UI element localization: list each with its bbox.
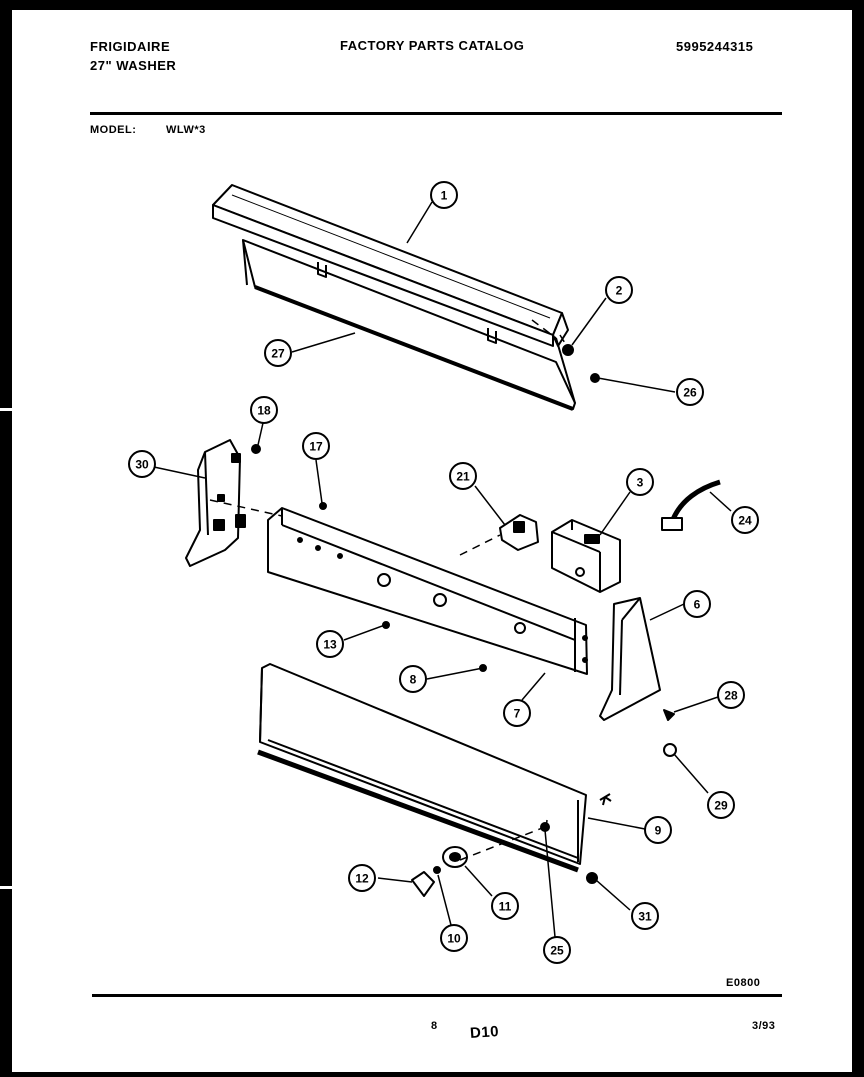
brand-label: FRIGIDAIRE: [90, 39, 171, 54]
callout-number: 12: [355, 872, 369, 886]
callout-circle: [430, 181, 458, 209]
callout-circle: [707, 791, 735, 819]
callout-number: 3: [637, 476, 644, 490]
callout-8: 8: [399, 665, 427, 693]
callout-circle: [399, 665, 427, 693]
callout-circle: [717, 681, 745, 709]
callout-number: 9: [655, 824, 662, 838]
callout-25: 25: [543, 936, 571, 964]
callout-6: 6: [683, 590, 711, 618]
revision-date: 3/93: [752, 1020, 776, 1032]
callout-circle: [626, 468, 654, 496]
leader-lines: [153, 201, 732, 938]
callout-circle: [644, 816, 672, 844]
callout-number: 1: [441, 189, 448, 203]
callout-17: 17: [302, 432, 330, 460]
callout-number: 30: [135, 458, 149, 472]
callout-circle: [683, 590, 711, 618]
callout-number: 25: [550, 944, 564, 958]
top-cover-part: [212, 184, 569, 347]
model-value: WLW*3: [166, 124, 206, 136]
callout-number: 6: [694, 598, 701, 612]
callout-circle: [128, 450, 156, 478]
callout-28: 28: [717, 681, 745, 709]
callout-13: 13: [316, 630, 344, 658]
callout-circle: [440, 924, 468, 952]
callout-circle: [605, 276, 633, 304]
callout-circle: [543, 936, 571, 964]
callout-circle: [316, 630, 344, 658]
callout-circle: [250, 396, 278, 424]
callout-number: 18: [257, 404, 271, 418]
catalog-sheet: [12, 10, 852, 1072]
model-label: MODEL:: [90, 124, 137, 136]
hardware-parts: [251, 344, 677, 897]
figure-code: E0800: [726, 977, 761, 989]
callout-18: 18: [250, 396, 278, 424]
callout-number: 31: [638, 910, 652, 924]
switch-part: [499, 514, 539, 551]
callout-circle: [302, 432, 330, 460]
callout-10: 10: [440, 924, 468, 952]
callout-31: 31: [631, 902, 659, 930]
product-label: 27" WASHER: [90, 58, 177, 73]
callout-circle: [348, 864, 376, 892]
callout-24: 24: [731, 506, 759, 534]
callout-number: 26: [683, 386, 697, 400]
callout-3: 3: [626, 468, 654, 496]
callout-circle: [503, 699, 531, 727]
callout-number: 13: [323, 638, 337, 652]
callout-circle: [631, 902, 659, 930]
header-rule: [90, 112, 782, 115]
callout-number: 17: [309, 440, 323, 454]
callout-circle: [449, 462, 477, 490]
callout-9: 9: [644, 816, 672, 844]
callout-30: 30: [128, 450, 156, 478]
callout-number: 10: [447, 932, 461, 946]
callout-circle: [676, 378, 704, 406]
catalog-number: 5995244315: [676, 39, 754, 54]
callout-number: 8: [410, 673, 417, 687]
callout-11: 11: [491, 892, 519, 920]
callout-circle: [264, 339, 292, 367]
backsplash-panel-part: [242, 239, 576, 411]
callout-26: 26: [676, 378, 704, 406]
timer-part: [551, 519, 621, 593]
callout-number: 29: [714, 799, 728, 813]
control-panel-part: [267, 507, 588, 675]
callout-circle: [731, 506, 759, 534]
callout-number: 28: [724, 689, 738, 703]
callout-number: 21: [456, 470, 470, 484]
footer-rule: [92, 994, 782, 997]
wire-harness-part: [661, 479, 721, 531]
callout-7: 7: [503, 699, 531, 727]
callout-21: 21: [449, 462, 477, 490]
callout-number: 24: [738, 514, 752, 528]
catalog-title: FACTORY PARTS CATALOG: [340, 38, 525, 53]
callout-29: 29: [707, 791, 735, 819]
callout-27: 27: [264, 339, 292, 367]
end-bracket-part: [185, 439, 246, 567]
callout-number: 7: [514, 707, 521, 721]
end-cap-part: [599, 597, 661, 721]
callout-12: 12: [348, 864, 376, 892]
scan-mark: [0, 408, 12, 411]
assembly-guides: [209, 319, 569, 861]
callout-number: 11: [499, 900, 512, 914]
callout-number: 27: [271, 347, 285, 361]
callout-2: 2: [605, 276, 633, 304]
scan-mark: [0, 886, 12, 889]
callout-1: 1: [430, 181, 458, 209]
page-number: 8: [431, 1020, 438, 1032]
console-panel-part: [257, 663, 612, 873]
callout-number: 2: [616, 284, 623, 298]
callout-circle: [491, 892, 519, 920]
